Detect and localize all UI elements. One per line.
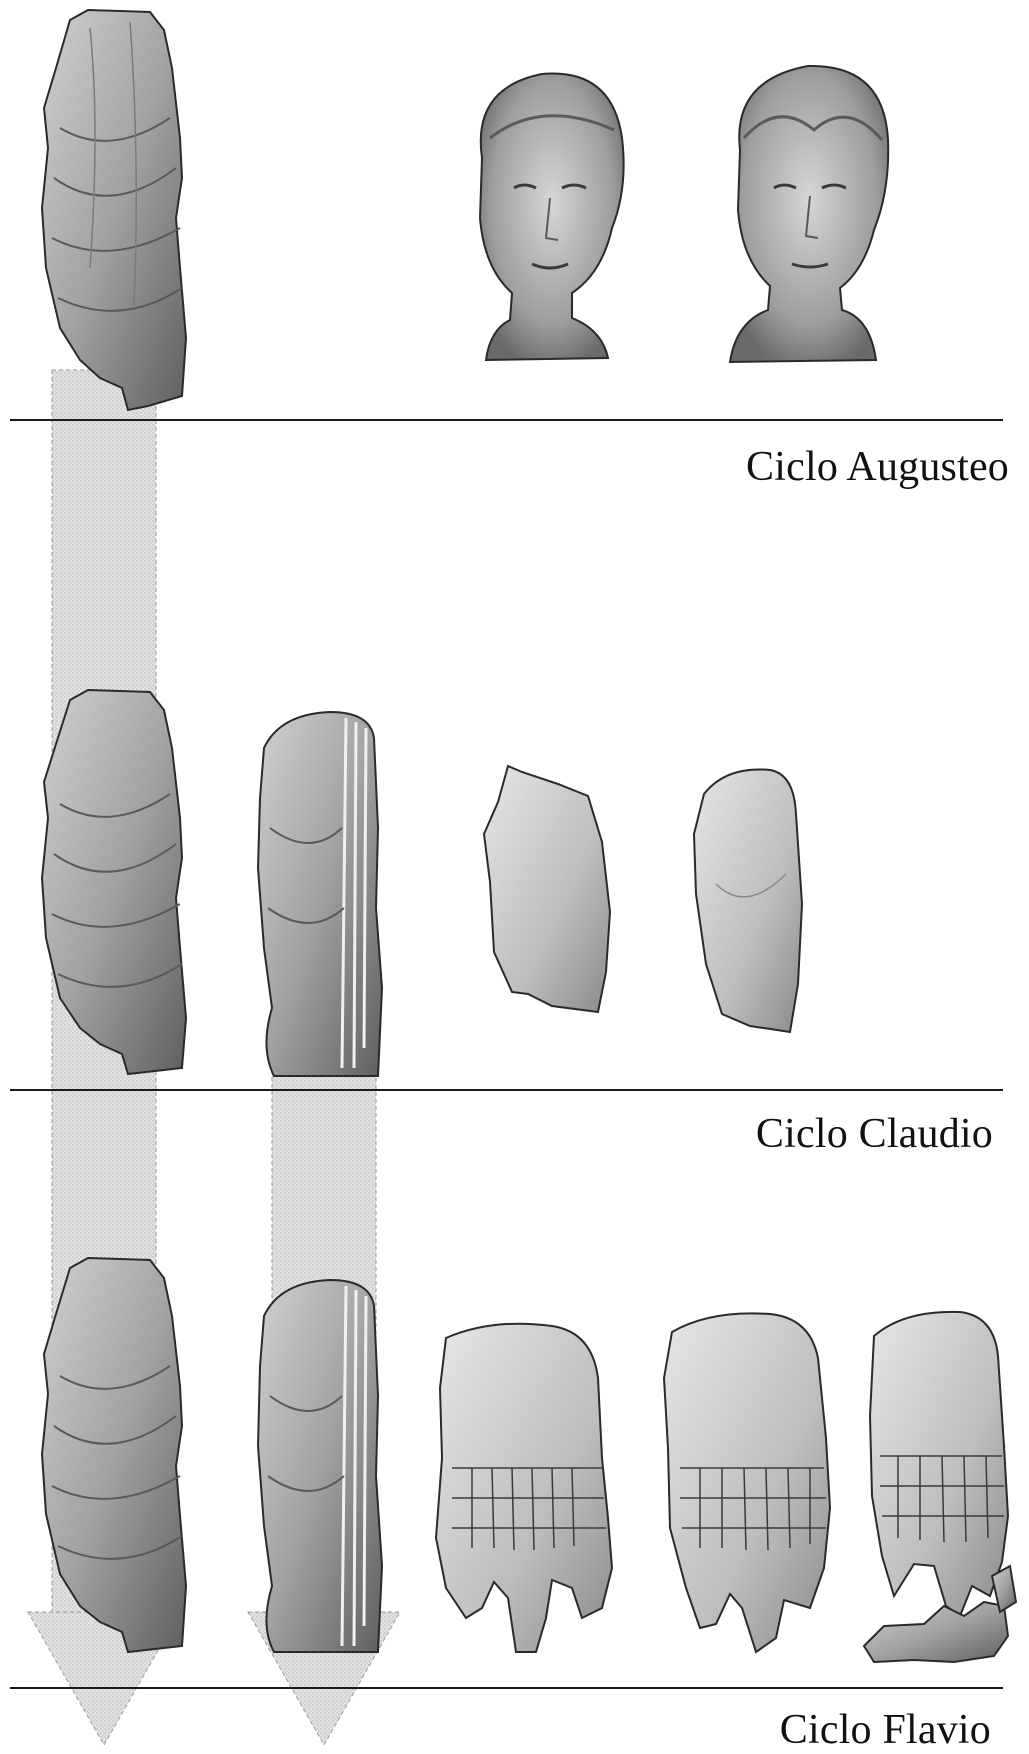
- augustan-togate-statue: [30, 8, 200, 413]
- claudian-togate-statue-1: [30, 688, 200, 1078]
- augustan-portrait-head-2: [718, 60, 898, 365]
- cycle-label-augusteo: Ciclo Augusteo: [746, 443, 1009, 491]
- augustan-portrait-head-1: [462, 68, 632, 363]
- flavian-togate-statue-2: [250, 1276, 390, 1656]
- claudian-torso-fragment-2: [686, 764, 806, 1034]
- claudian-torso-fragment-1: [478, 762, 618, 1016]
- flavian-togate-statue-1: [30, 1256, 200, 1656]
- divider-claudio: [10, 1089, 1003, 1091]
- flavian-cuirassed-statue-3: [864, 1306, 1024, 1670]
- divider-flavio: [10, 1687, 1003, 1689]
- flavian-cuirassed-statue-2: [660, 1308, 840, 1654]
- claudian-togate-statue-2: [250, 708, 390, 1078]
- divider-augusteo: [10, 419, 1003, 421]
- cycle-label-claudio: Ciclo Claudio: [756, 1110, 993, 1158]
- flavian-cuirassed-statue-1: [432, 1318, 622, 1658]
- cycle-label-flavio: Ciclo Flavio: [780, 1706, 991, 1754]
